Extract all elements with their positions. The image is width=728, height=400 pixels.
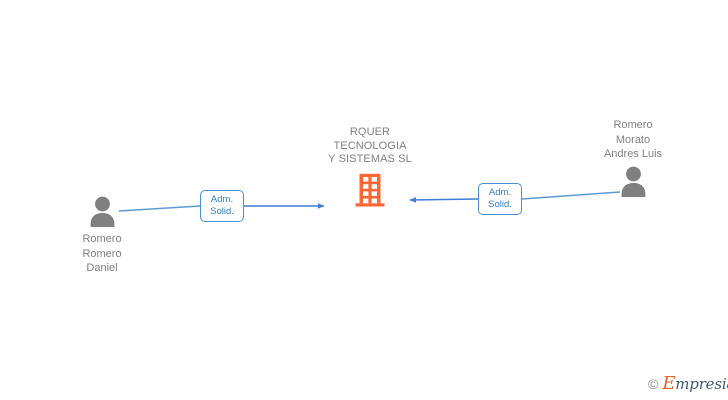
person-icon[interactable] [620,166,647,197]
person-right-name-line-3: Andres Luis [603,148,663,160]
company-name-line-2: TECNOLOGIA [333,139,407,152]
watermark: © Empresia [648,375,728,393]
person-right-icon-wrap [578,166,688,197]
relation-left-line-2: Solid. [210,206,234,217]
person-icon[interactable] [89,196,116,227]
relation-left-line-1: Adm. [210,194,234,205]
person-left-name-line-2: Romero [82,247,122,260]
relation-right-line-2: Solid. [488,199,512,210]
relation-right-line-1: Adm. [488,187,512,198]
person-left-icon-wrap [47,196,157,227]
building-icon[interactable] [355,173,385,207]
company-name-line-3: Y SISTEMAS SL [328,153,412,165]
relation-label-left[interactable]: Adm. Solid. [200,190,244,222]
brand-rest: mpresia [675,375,728,393]
company-icon-wrap [280,173,460,207]
brand-initial: E [662,373,676,394]
person-left-name-line-1: Romero [82,233,122,245]
person-left-name-line-3: Daniel [86,262,118,274]
company-name-line-1: RQUER [349,126,391,138]
copyright-icon: © [648,376,659,392]
person-node-left[interactable]: Romero Romero Daniel [47,196,157,276]
brand-wordmark: Empresia [662,375,728,393]
person-right-name-line-1: Romero [613,119,653,131]
company-node[interactable]: RQUER TECNOLOGIA Y SISTEMAS SL [280,126,460,207]
person-node-right[interactable]: Romero Morato Andres Luis [578,118,688,197]
relation-label-right[interactable]: Adm. Solid. [478,183,522,215]
person-right-name-line-2: Morato [615,133,651,146]
